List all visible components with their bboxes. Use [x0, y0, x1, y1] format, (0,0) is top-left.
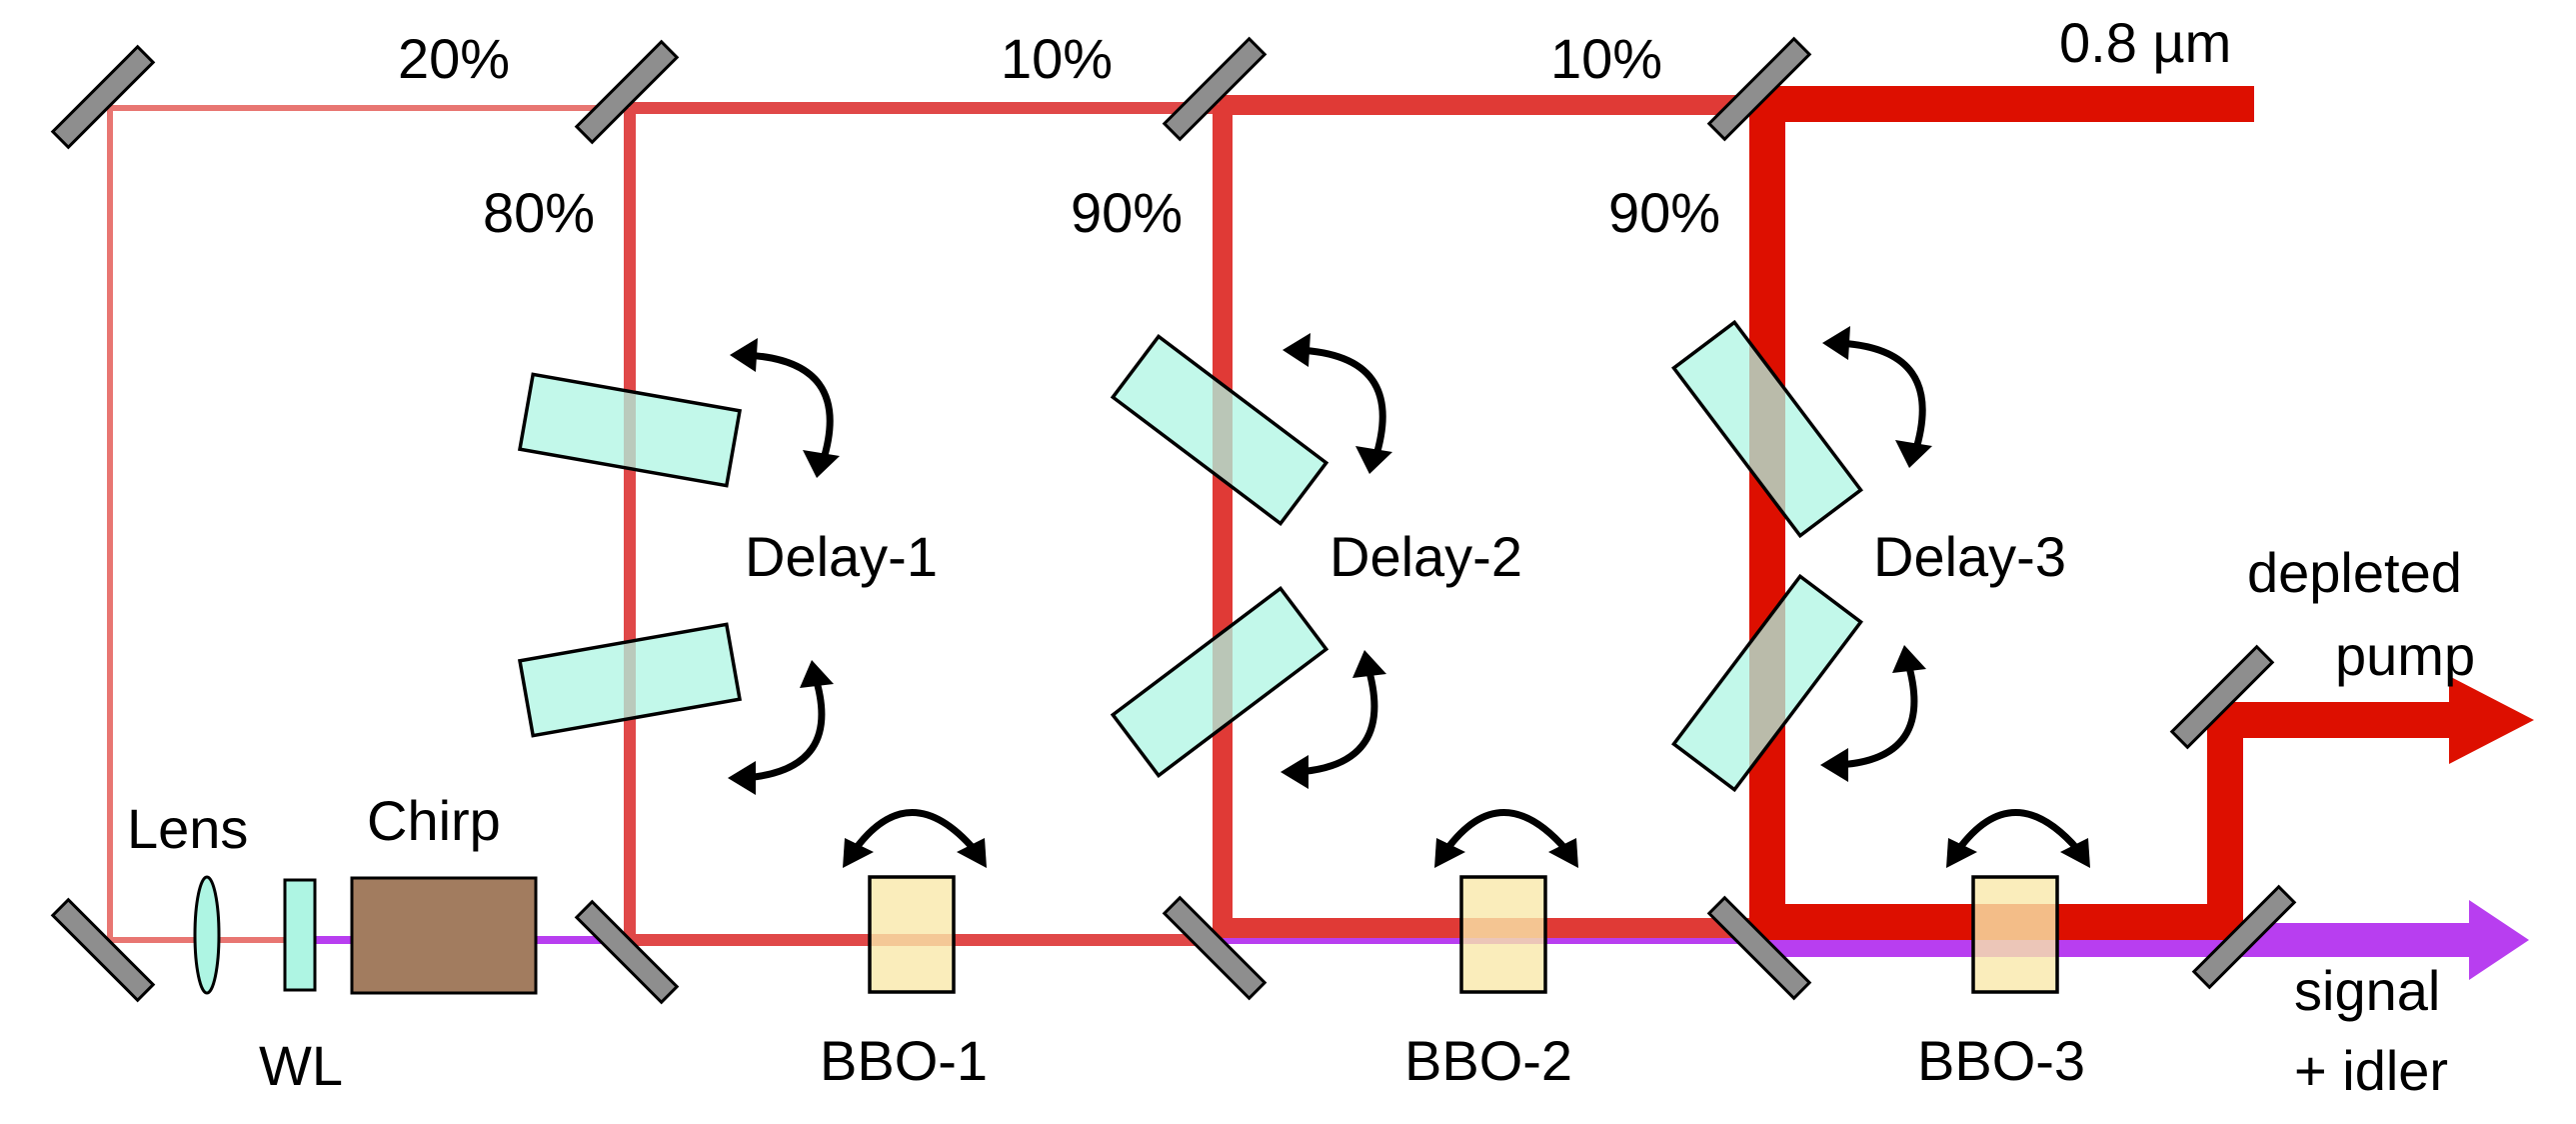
split-label-stage2-transmit: 90%	[1071, 181, 1183, 244]
beamsplitter-2	[1162, 36, 1268, 142]
delay-2-plate-bottom	[1110, 586, 1329, 778]
bbo-3-label: BBO-3	[1917, 1029, 2085, 1092]
split-label-stage3-transmit: 90%	[1608, 181, 1720, 244]
bbo-1-crystal	[868, 875, 956, 994]
mirror-depleted-pump	[2169, 644, 2275, 750]
delay-1-label: Delay-1	[745, 525, 938, 588]
split-label-stage2-reflect: 10%	[1001, 27, 1113, 90]
delay-3-plate-top	[1671, 319, 1863, 539]
delay-1-plate-top	[517, 372, 743, 488]
rotate-arrow-delay-2-bottom	[1293, 661, 1378, 776]
bbo-2-crystal	[1459, 875, 1547, 994]
pump-wavelength-label: 0.8 µm	[2059, 11, 2231, 74]
bbo-2-label: BBO-2	[1404, 1029, 1572, 1092]
lens-label: Lens	[127, 797, 248, 860]
mirror-bottom-left	[50, 897, 156, 1003]
chirp-label: Chirp	[367, 789, 501, 852]
rotation-arrows	[728, 326, 2090, 868]
delay-3-plate-bottom	[1671, 573, 1863, 793]
beamsplitter-3	[1706, 36, 1812, 142]
mirrors	[50, 36, 2297, 1005]
split-label-stage1-reflect: 20%	[398, 27, 510, 90]
white-light-label: WL	[259, 1034, 343, 1097]
beamsplitter-1	[574, 39, 680, 145]
dichroic-mirror-3	[1706, 895, 1812, 1001]
rotate-arrow-bbo-1	[851, 809, 979, 854]
rotate-arrow-delay-2-top	[1293, 346, 1386, 462]
dichroic-mirror-2	[1162, 895, 1268, 1001]
delay-3-label: Delay-3	[1873, 525, 2066, 588]
white-light-plate	[283, 878, 317, 992]
signal-idler-label-line2: + idler	[2294, 1039, 2448, 1102]
delay-2-label: Delay-2	[1329, 525, 1522, 588]
mirror-top-left	[50, 44, 156, 150]
split-label-stage3-reflect: 10%	[1550, 27, 1662, 90]
rotate-arrow-delay-3-top	[1833, 339, 1926, 456]
delay-plates	[517, 319, 1863, 793]
bbo-1-label: BBO-1	[820, 1029, 988, 1092]
depleted-pump-label-line1: depleted	[2247, 541, 2462, 604]
rotate-arrow-delay-3-bottom	[1833, 656, 1918, 769]
depleted-pump-label-line2: pump	[2335, 624, 2475, 687]
rotate-arrow-delay-1-top	[741, 351, 834, 466]
dichroic-mirror-1	[574, 899, 680, 1005]
bbo-crystals	[868, 875, 2059, 994]
chirp-block	[350, 876, 538, 995]
rotate-arrow-bbo-2	[1442, 809, 1570, 854]
delay-2-plate-top	[1110, 334, 1329, 526]
dichroic-mirror-output	[2191, 884, 2297, 990]
lens	[193, 875, 221, 995]
labels: 0.8 µm 20% 80% 10% 90% 10% 90% Delay-1 D…	[127, 11, 2475, 1102]
delay-1-plate-bottom	[517, 622, 743, 738]
depleted-pump-arrow	[2449, 676, 2534, 764]
beam-pump-stage-2	[1213, 95, 1764, 938]
split-label-stage1-transmit: 80%	[483, 181, 595, 244]
rotate-arrow-bbo-3	[1954, 809, 2082, 854]
signal-idler-arrow	[2469, 900, 2529, 980]
bbo-3-crystal	[1971, 875, 2059, 994]
beam-pump-stage-3	[1749, 86, 2449, 940]
rotate-arrow-delay-1-bottom	[741, 671, 826, 782]
signal-idler-label-line1: signal	[2294, 959, 2440, 1022]
